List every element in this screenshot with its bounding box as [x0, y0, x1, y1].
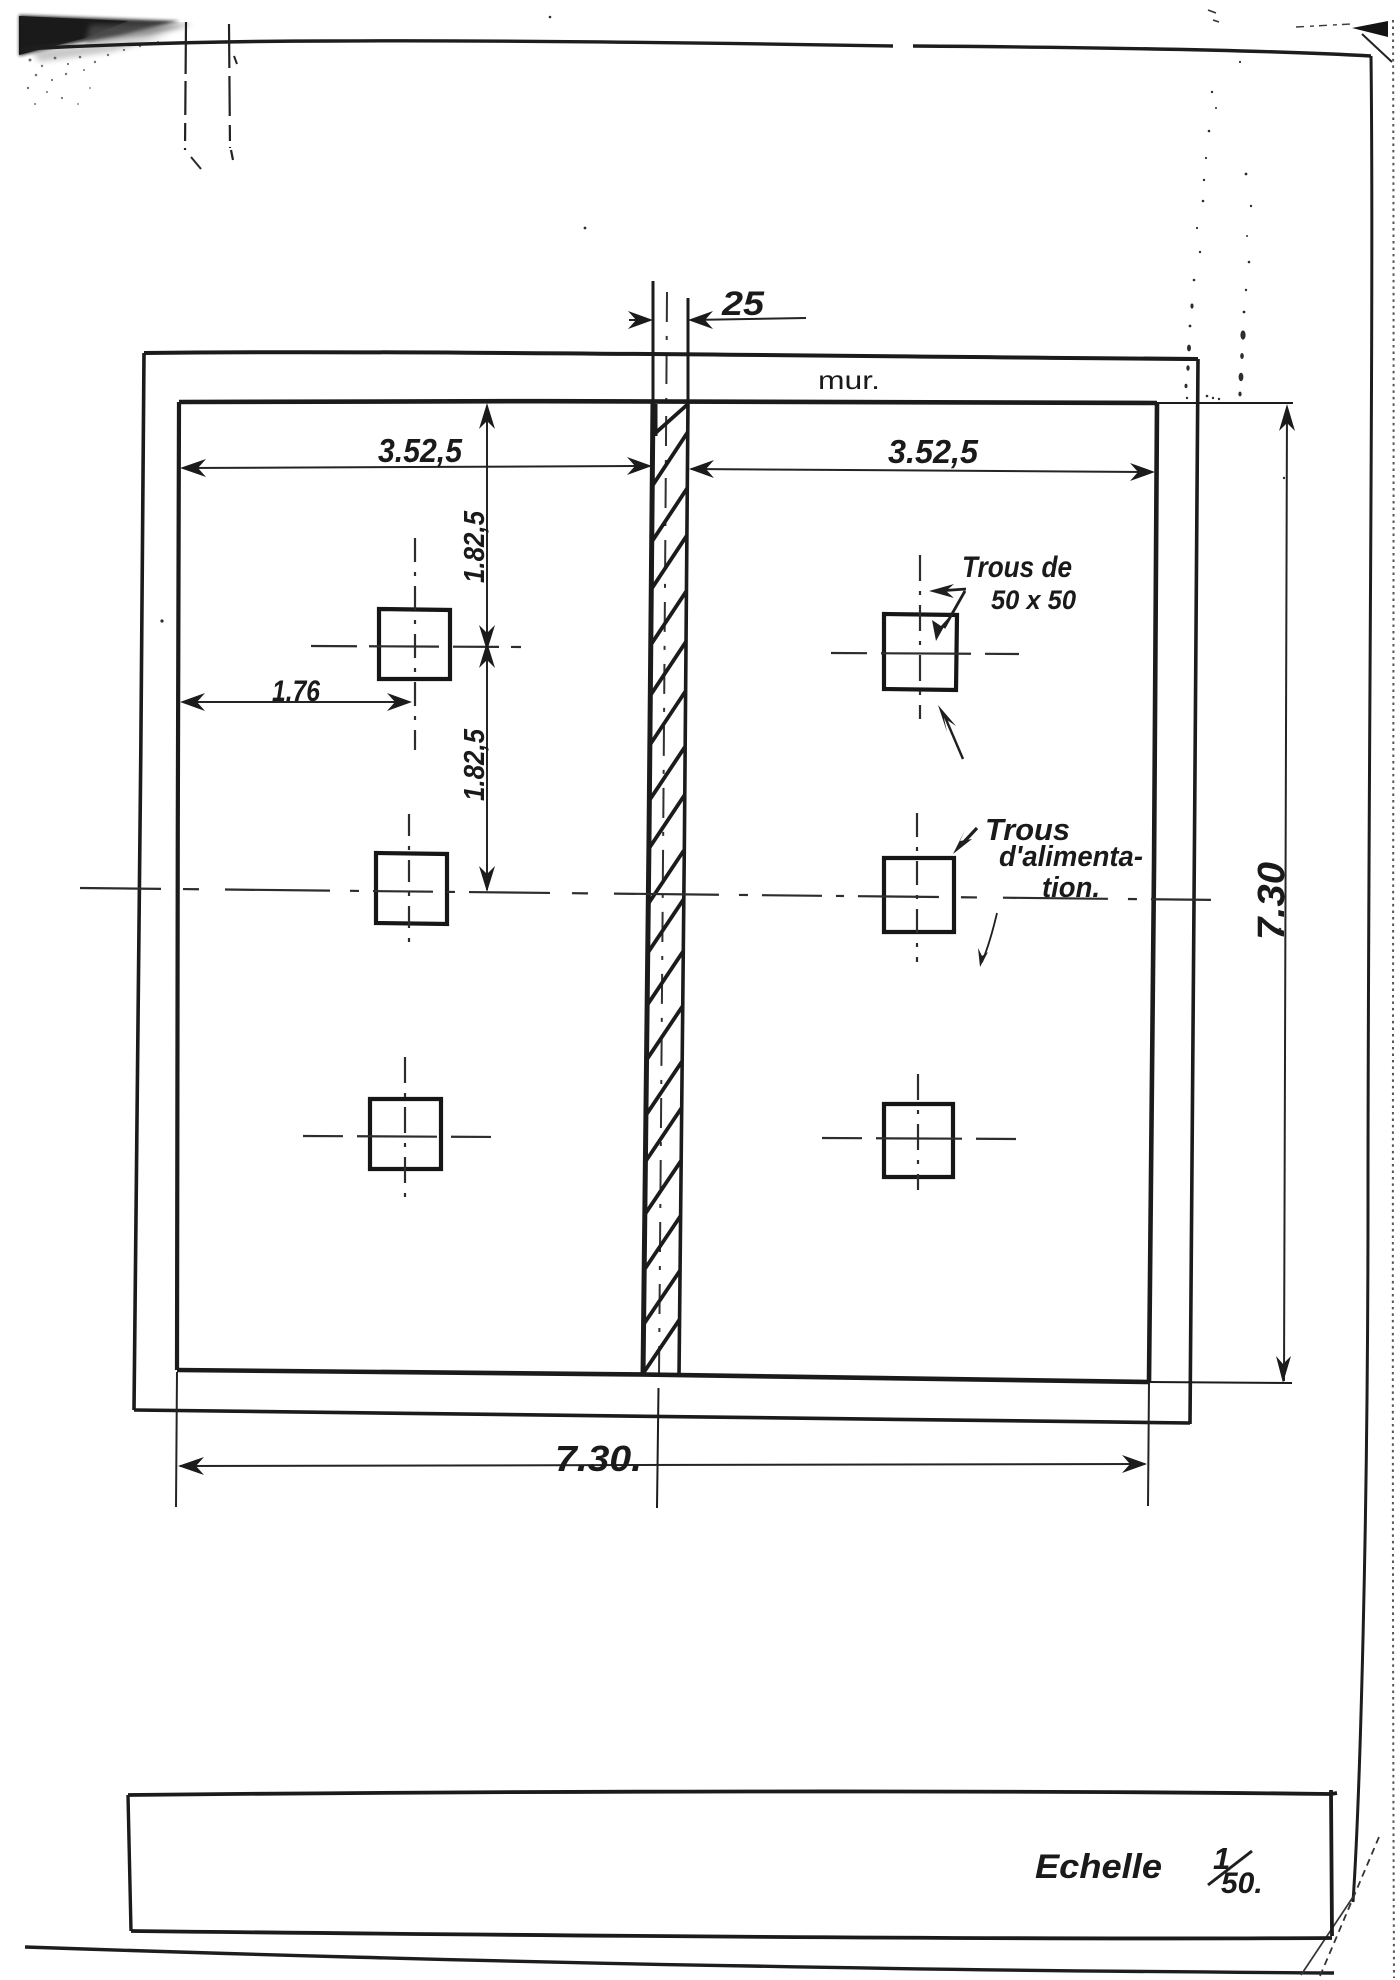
svg-text:1.76: 1.76	[272, 675, 320, 708]
svg-text:50 x 50: 50 x 50	[991, 585, 1076, 615]
svg-text:25: 25	[721, 285, 765, 323]
svg-text:3.52,5: 3.52,5	[378, 432, 463, 469]
svg-text:Trous de: Trous de	[962, 551, 1072, 584]
svg-text:3.52,5: 3.52,5	[888, 433, 979, 470]
svg-text:1.82,5: 1.82,5	[459, 510, 491, 583]
svg-text:mur.: mur.	[818, 365, 880, 395]
svg-text:Echelle: Echelle	[1035, 1848, 1162, 1886]
svg-text:d'alimenta-: d'alimenta-	[999, 841, 1143, 873]
svg-text:50.: 50.	[1221, 1867, 1263, 1900]
svg-text:tion.: tion.	[1042, 872, 1100, 904]
svg-text:7.30.: 7.30.	[555, 1438, 642, 1479]
svg-text:Trous: Trous	[985, 812, 1070, 847]
svg-text:7.30: 7.30	[1251, 862, 1293, 940]
svg-text:1.82,5: 1.82,5	[459, 728, 491, 801]
svg-text:1: 1	[1213, 1841, 1230, 1876]
